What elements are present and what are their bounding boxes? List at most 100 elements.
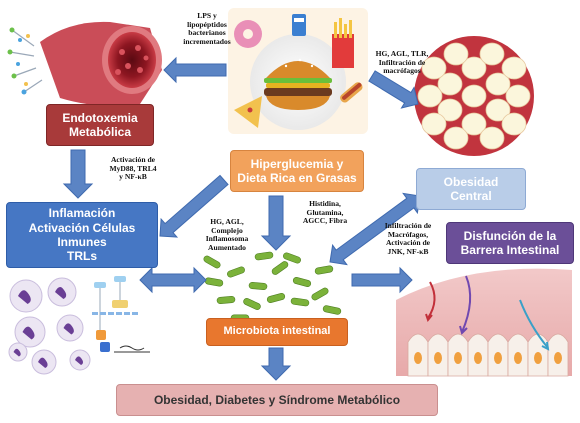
fat-cell	[417, 84, 443, 108]
bacterium	[216, 295, 236, 305]
inflammation-line-1: Inflamación	[48, 206, 116, 221]
complejo-line-4: Aumentado	[208, 243, 246, 253]
cell-nucleus	[38, 357, 48, 368]
arrow-hyperglycemia-to-inflammation	[159, 174, 229, 238]
bacterium	[314, 265, 334, 275]
intestinal-villi-icon	[396, 268, 572, 377]
central-obesity-line-1: Obesidad	[443, 174, 499, 189]
bacterium	[248, 281, 268, 291]
histidina-line-1: Histidina,	[309, 199, 341, 208]
lps-line-3: bacterianos	[188, 28, 226, 38]
bacterium	[227, 266, 245, 278]
fat-cell	[479, 42, 505, 66]
cell-nucleus	[13, 348, 21, 357]
cell-nucleus	[55, 286, 67, 299]
bacterium	[266, 292, 286, 304]
lps-line-2: lipopéptidos	[187, 19, 227, 29]
bacterium	[292, 276, 312, 288]
bacterium	[204, 277, 224, 287]
villus-nucleus	[554, 352, 562, 364]
arrow-food-to-vessel	[163, 56, 227, 84]
infiltracion-line-4: JNK, NF-κB	[387, 247, 429, 257]
infiltracion-line-2: Macrófagos,	[387, 229, 429, 239]
fat-cell	[421, 56, 447, 80]
arrow-microbiota-to-outcome	[260, 347, 292, 381]
villus-nucleus	[534, 352, 542, 364]
fat-cell	[443, 42, 469, 66]
bacterium	[290, 297, 310, 307]
bacterium	[283, 252, 301, 264]
villus-nucleus	[414, 352, 422, 364]
junk-food-icon	[228, 8, 368, 134]
fat-cell	[485, 72, 511, 96]
node-microbiota: Microbiota intestinal	[206, 318, 348, 346]
fat-cell	[501, 112, 527, 136]
hg-agl-tlr-line-3: macrófagos	[383, 66, 421, 76]
barrier-line-2: Barrera Intestinal	[460, 243, 560, 257]
bacterium	[203, 255, 221, 269]
arrow-inflammation-microbiota	[139, 266, 207, 294]
histidina-line-3: AGCC, Fibra	[302, 216, 348, 226]
central-obesity-line-2: Central	[450, 189, 492, 203]
endotoxemia-line-1: Endotoxemia	[62, 110, 138, 125]
node-outcome: Obesidad, Diabetes y Síndrome Metabólico	[116, 384, 438, 416]
infiltracion-line-1: Infiltración de	[384, 221, 432, 230]
complejo-line-2: Complejo	[211, 225, 243, 235]
arrow-endotoxemia-to-inflammation	[62, 149, 94, 199]
fat-cell	[443, 126, 469, 150]
inflammation-line-4: TRLs	[67, 249, 97, 264]
cell-nucleus	[63, 323, 74, 335]
inflammation-line-2: Activación Células	[28, 220, 136, 235]
hg-agl-tlr-line-1: HG, AGL, TLR,	[375, 49, 429, 58]
fat-cell	[461, 112, 487, 136]
immune-cells-icon	[8, 276, 150, 375]
hyperglycemia-line-2: Dieta Rica en Grasas	[237, 171, 357, 185]
fat-cell	[421, 112, 447, 136]
bacterium	[243, 298, 261, 310]
complejo-line-3: Inflamosoma	[205, 234, 249, 244]
arrow-obesity-microbiota	[329, 192, 421, 266]
fat-cell	[485, 98, 511, 122]
bacterium	[254, 251, 274, 261]
fat-cell	[437, 72, 463, 96]
cell-nucleus	[18, 290, 31, 304]
fat-cell	[461, 56, 487, 80]
villus-nucleus	[474, 352, 482, 364]
lps-line-1: LPS y	[197, 11, 217, 20]
villus-nucleus	[514, 352, 522, 364]
villus-nucleus	[494, 352, 502, 364]
fat-tissue-icon	[414, 36, 534, 156]
arrow-food-to-fat	[368, 70, 419, 109]
flow-arrows	[62, 56, 421, 381]
fat-cell	[461, 84, 487, 108]
hg-agl-tlr-line-2: Infiltración de	[378, 57, 426, 67]
gut-bacteria-icon	[203, 251, 342, 322]
cell-nucleus	[22, 326, 35, 340]
myd88-line-3: y NF-κB	[119, 172, 147, 182]
lps-line-4: incrementados	[183, 37, 231, 47]
barrier-line-1: Disfunción de la	[463, 228, 557, 243]
fat-cell	[505, 84, 531, 108]
infiltracion-line-3: Activación de	[385, 238, 431, 248]
villus-nucleus	[434, 352, 442, 364]
hyperglycemia-line-1: Hiperglucemia y	[250, 156, 344, 171]
bacterium	[271, 261, 289, 275]
fat-cell	[437, 98, 463, 122]
bacterium	[311, 287, 329, 301]
endotoxemia-line-2: Metabólica	[68, 125, 131, 139]
villus-nucleus	[454, 352, 462, 364]
arrow-hyperglycemia-to-microbiota	[260, 195, 292, 251]
fat-cell	[479, 126, 505, 150]
